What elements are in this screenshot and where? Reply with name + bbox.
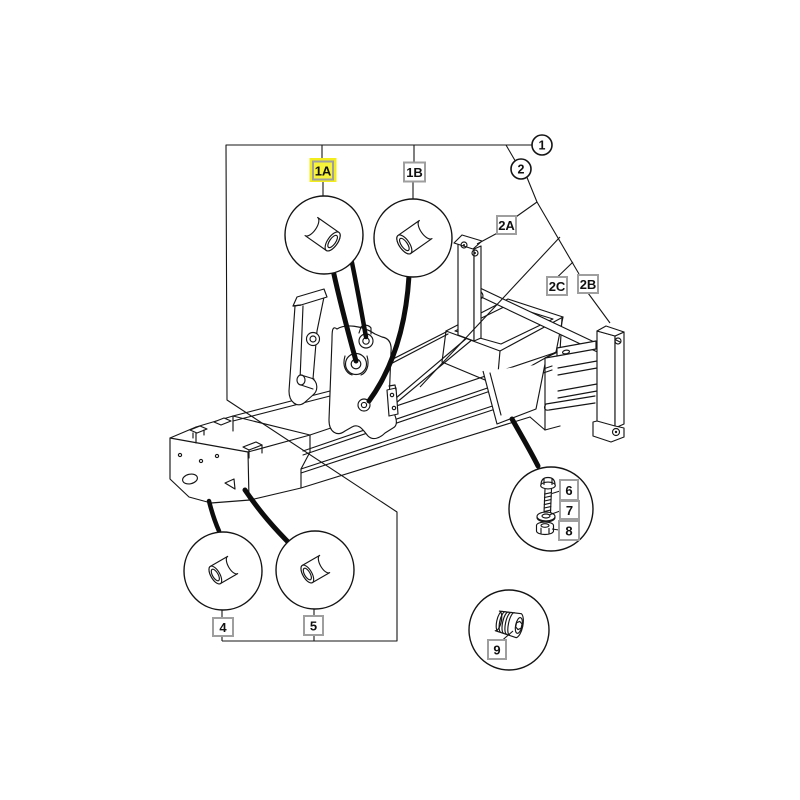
plug-icon bbox=[494, 610, 524, 639]
label-box[interactable] bbox=[546, 276, 568, 296]
label-box[interactable] bbox=[212, 617, 234, 637]
circled-number-label: 2 bbox=[518, 163, 525, 177]
callout-7[interactable]: 7 bbox=[559, 500, 580, 520]
callout-9[interactable]: 9 bbox=[487, 639, 507, 660]
label-text: 4 bbox=[219, 620, 227, 635]
label-box[interactable] bbox=[558, 520, 580, 541]
callout-6[interactable]: 6 bbox=[559, 479, 579, 501]
label-text: 2A bbox=[498, 218, 515, 233]
part-circle-5 bbox=[275, 530, 355, 610]
leader-curve-1a-upper bbox=[348, 255, 369, 340]
label-text: 6 bbox=[565, 483, 572, 498]
leader-curve-5 bbox=[242, 487, 295, 549]
callout-5[interactable]: 5 bbox=[303, 615, 324, 636]
callout-1[interactable]: 1 bbox=[531, 134, 553, 156]
label-box[interactable] bbox=[496, 215, 517, 235]
bolt-icon bbox=[540, 476, 556, 516]
leader-curve-678 bbox=[509, 416, 541, 469]
label-text: 7 bbox=[566, 503, 573, 518]
callout-connector-lines bbox=[221, 144, 611, 642]
part-circle-4 bbox=[183, 531, 263, 611]
callout-8[interactable]: 8 bbox=[558, 520, 580, 541]
leader-curves bbox=[206, 255, 541, 549]
nut-icon bbox=[535, 521, 555, 536]
callout-4[interactable]: 4 bbox=[212, 617, 234, 637]
chassis-line-art bbox=[169, 234, 625, 504]
circled-number[interactable] bbox=[531, 134, 553, 156]
label-box[interactable] bbox=[487, 639, 507, 660]
label-box[interactable] bbox=[403, 161, 426, 183]
part-circle-9 bbox=[468, 589, 550, 671]
group-border bbox=[222, 144, 532, 642]
label-text: 9 bbox=[493, 643, 500, 658]
callout-2b[interactable]: 2B bbox=[577, 274, 599, 294]
label-text: 1B bbox=[406, 165, 423, 180]
label-box[interactable] bbox=[303, 615, 324, 636]
label-text: 2C bbox=[549, 279, 566, 294]
leader-curve-1b bbox=[366, 273, 412, 404]
callout-1b[interactable]: 1B bbox=[403, 161, 426, 183]
callout-2c[interactable]: 2C bbox=[546, 276, 568, 296]
callout-1a[interactable]: 1A bbox=[309, 158, 337, 182]
part-circle-1b bbox=[373, 198, 453, 278]
label-text: 8 bbox=[565, 524, 572, 539]
callout-2a[interactable]: 2A bbox=[496, 215, 517, 235]
leader-curve-4 bbox=[206, 498, 222, 534]
label-text: 5 bbox=[310, 619, 317, 634]
circled-number[interactable] bbox=[510, 158, 532, 180]
label-box[interactable] bbox=[577, 274, 599, 294]
label-text: 1A bbox=[315, 164, 332, 179]
part-circle-1a bbox=[284, 195, 364, 275]
label-text: 2B bbox=[580, 277, 597, 292]
label-box[interactable] bbox=[559, 500, 580, 520]
part-circle-678 bbox=[508, 466, 594, 552]
leader-curve-1a-main bbox=[330, 267, 359, 364]
label-box[interactable] bbox=[312, 160, 334, 181]
circled-number-label: 1 bbox=[539, 139, 546, 153]
callout-2[interactable]: 2 bbox=[510, 158, 532, 180]
